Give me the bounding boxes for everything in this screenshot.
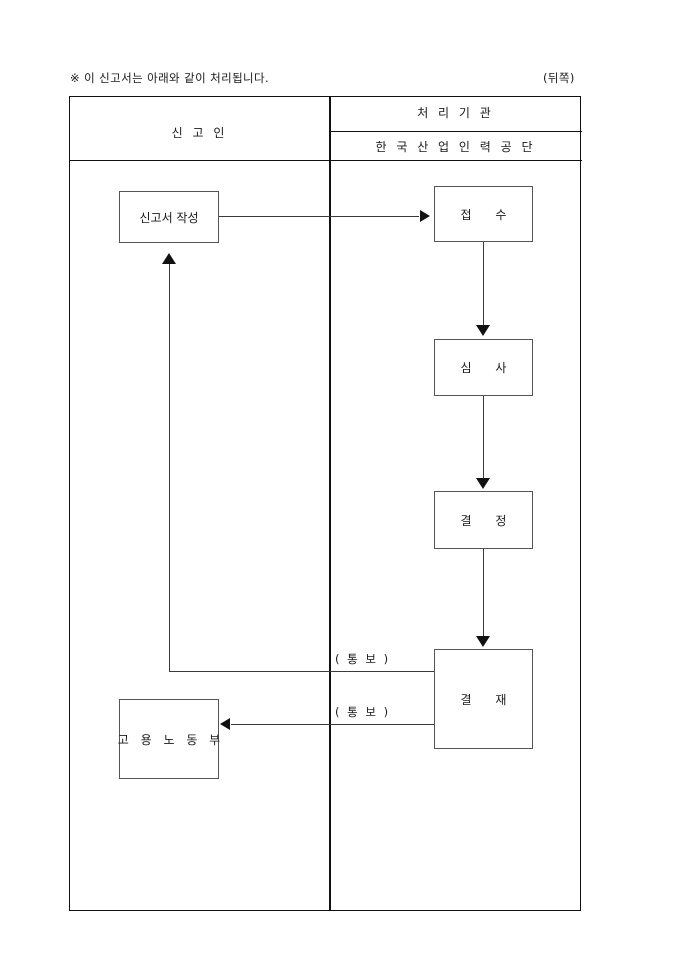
edge-label-notify-applicant: ( 통 보 ) [333, 651, 393, 667]
flow-node-prepare-report: 신고서 작성 [119, 191, 219, 243]
connector-approval-to-prepare-horizontal [169, 671, 434, 673]
connector-decision-to-approval [483, 549, 485, 637]
arrowhead-down-icon-decision [476, 478, 490, 489]
edge-label-notify-ministry: ( 통 보 ) [333, 704, 393, 720]
header-cell-agency-title: 처 리 기 관 [417, 106, 494, 120]
arrowhead-down-icon-approval [476, 636, 490, 647]
flow-node-ministry-of-employment-and-labor: 고 용 노 동 부 [118, 699, 220, 779]
page-side-marker: (뒤쪽) [543, 71, 575, 85]
arrowhead-up-icon-prepare [162, 253, 176, 264]
column-divider [329, 97, 331, 910]
flowchart-frame: 신 고 인 처 리 기 관 한 국 산 업 인 력 공 단 신고서 작성 접 수… [69, 96, 582, 911]
flow-node-review: 심 사 [434, 339, 533, 396]
connector-approval-to-molab [231, 724, 434, 726]
header-cell-declarant: 신 고 인 [171, 126, 228, 140]
arrowhead-right-icon-receipt [420, 210, 430, 222]
connector-approval-to-prepare-vertical [169, 263, 171, 672]
connector-prepare-to-receipt [219, 216, 419, 218]
connector-review-to-decision [483, 396, 485, 479]
agency-header-rule [329, 131, 582, 133]
header-body-rule [70, 160, 582, 162]
flow-node-receipt: 접 수 [434, 186, 533, 242]
flow-node-approval: 결 재 [434, 649, 533, 749]
arrowhead-left-icon-molab [220, 718, 230, 730]
arrowhead-down-icon-review [476, 325, 490, 336]
connector-receipt-to-review [483, 242, 485, 327]
flow-node-decision: 결 정 [434, 491, 533, 549]
page-note: ※ 이 신고서는 아래와 같이 처리됩니다. [70, 71, 270, 85]
header-cell-agency-name: 한 국 산 업 인 력 공 단 [375, 140, 536, 154]
